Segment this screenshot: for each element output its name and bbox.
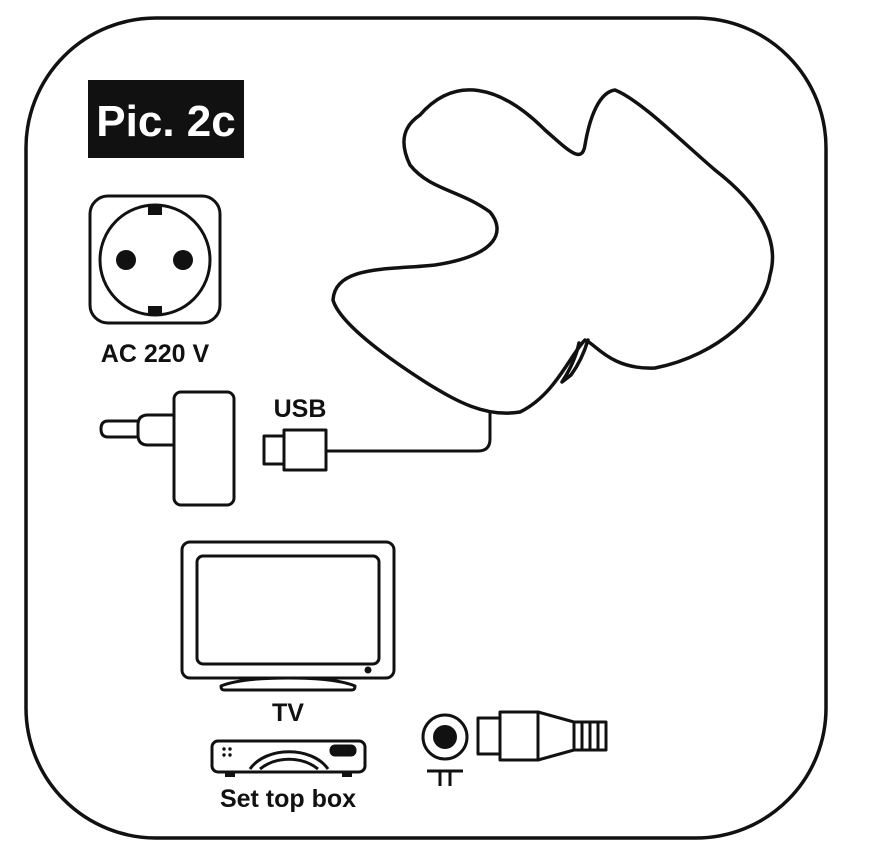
set-top-box-label: Set top box — [220, 785, 356, 813]
figure-tag: Pic. 2c — [88, 80, 244, 158]
wall-socket-icon — [88, 194, 222, 325]
power-adapter-icon — [99, 390, 236, 507]
usb-cable — [326, 412, 492, 453]
diagram-frame — [24, 16, 828, 840]
antenna-icon — [331, 88, 775, 415]
figure-tag-background — [88, 80, 244, 158]
socket-label: AC 220 V — [101, 340, 210, 368]
coax-plug-icon — [476, 710, 608, 762]
set-top-box-icon — [210, 739, 367, 777]
tv-icon — [180, 540, 396, 692]
usb-plug-icon — [262, 428, 328, 472]
usb-label: USB — [274, 395, 327, 423]
figure-tag-text: Pic. 2c — [96, 97, 235, 146]
antenna-input-jack-icon — [421, 713, 469, 786]
tv-label: TV — [272, 699, 304, 727]
